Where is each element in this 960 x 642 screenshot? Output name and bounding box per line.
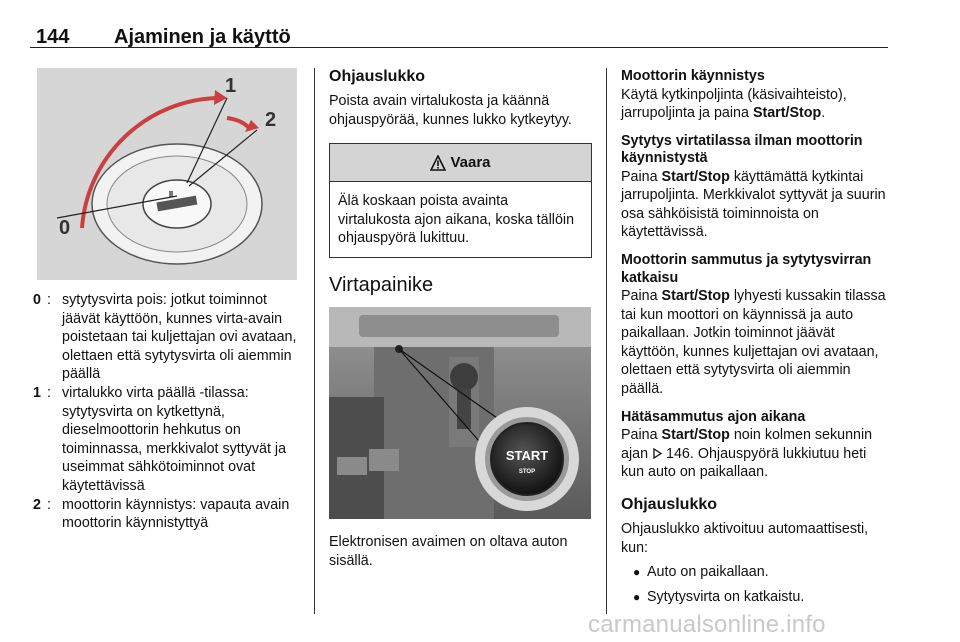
page-reference[interactable]: 146 bbox=[666, 445, 690, 462]
watermark: carmanualsonline.info bbox=[588, 611, 826, 638]
steering-lock-section-title: Ohjauslukko bbox=[621, 495, 718, 513]
legend-key: 0 bbox=[33, 292, 41, 308]
steering-lock-auto-intro: Ohjauslukko aktivoituu automaattisesti, … bbox=[621, 520, 869, 556]
emergency-stop-block: Hätäsammutus ajon aikana Paina Start/Sto… bbox=[621, 409, 891, 482]
engine-start-block: Moottorin käynnistys Käytä kytkinpoljint… bbox=[621, 68, 891, 123]
legend-item: 0 : sytytysvirta pois: jotkut toiminnot … bbox=[33, 291, 303, 384]
warning-text: Älä koskaan poista avainta virtalukosta … bbox=[338, 193, 575, 247]
legend-item: 1 : virtalukko virta päällä -tilassa: sy… bbox=[33, 384, 303, 496]
stop-label: STOP bbox=[519, 469, 535, 475]
warning-box: Vaara Älä koskaan poista avainta virtalu… bbox=[329, 143, 592, 258]
lock-label-1: 1 bbox=[225, 75, 236, 97]
ignition-only-block: Sytytys virtatilassa ilman moottorin käy… bbox=[621, 133, 891, 242]
lock-label-0: 0 bbox=[59, 217, 70, 239]
legend-text: virtalukko virta päällä -tilassa: sytyty… bbox=[62, 384, 287, 494]
list-item: ●Sytytysvirta on katkaistu. bbox=[633, 588, 805, 605]
column-middle: Ohjauslukko Poista avain virtalukosta ja… bbox=[329, 68, 593, 570]
condition-list: ●Auto on paikallaan. ●Sytytysvirta on ka… bbox=[621, 563, 891, 606]
ignition-only-text: Paina Start/Stop käyttämättä kytkintai j… bbox=[621, 168, 886, 241]
bullet-icon: ● bbox=[633, 589, 641, 604]
warning-icon bbox=[430, 154, 447, 171]
list-item: ●Auto on paikallaan. bbox=[633, 564, 769, 581]
emergency-stop-text: Paina Start/Stop noin kolmen sekunnin aj… bbox=[621, 427, 873, 481]
ignition-only-heading: Sytytys virtatilassa ilman moottorin käy… bbox=[621, 132, 863, 167]
bullet-icon: ● bbox=[633, 565, 641, 580]
warning-header: Vaara bbox=[330, 144, 591, 183]
steering-lock-heading: Ohjauslukko bbox=[329, 68, 426, 85]
lock-positions-legend: 0 : sytytysvirta pois: jotkut toiminnot … bbox=[33, 291, 303, 533]
lock-label-2: 2 bbox=[265, 109, 276, 131]
legend-colon: : bbox=[47, 292, 51, 308]
warning-title: Vaara bbox=[450, 154, 491, 172]
start-label: START bbox=[506, 448, 548, 463]
page-header: 144 Ajaminen ja käyttö bbox=[30, 14, 888, 48]
engine-start-heading: Moottorin käynnistys bbox=[621, 68, 765, 84]
engine-stop-text: Paina Start/Stop lyhyesti kussakin tilas… bbox=[621, 288, 886, 398]
arrow-reference-icon bbox=[653, 447, 663, 459]
legend-colon: : bbox=[47, 384, 51, 401]
legend-item: 2 : moottorin käynnistys: vapauta avain … bbox=[33, 496, 303, 533]
engine-start-text: Käytä kytkinpoljinta (käsivaihteisto), j… bbox=[621, 86, 847, 122]
legend-colon: : bbox=[47, 496, 51, 513]
steering-lock-intro: Poista avain virtalukosta ja käännä ohja… bbox=[329, 93, 572, 128]
engine-stop-block: Moottorin sammutus ja sytytysvirran katk… bbox=[621, 252, 891, 399]
ignition-lock-figure: 1 2 0 bbox=[37, 68, 297, 280]
engine-stop-heading: Moottorin sammutus ja sytytysvirran katk… bbox=[621, 252, 872, 286]
page-title: Ajaminen ja käyttö bbox=[114, 26, 291, 48]
column-right: Moottorin käynnistys Käytä kytkinpoljint… bbox=[621, 68, 891, 606]
legend-key: 2 bbox=[33, 496, 41, 513]
legend-key: 1 bbox=[33, 384, 41, 401]
ignition-lock-illustration: 1 2 0 bbox=[37, 68, 297, 280]
column-divider bbox=[606, 68, 607, 614]
start-stop-illustration: START STOP bbox=[329, 306, 591, 519]
start-stop-figure: START STOP bbox=[329, 306, 591, 519]
page-number: 144 bbox=[36, 26, 70, 48]
power-button-section-title: Virtapainike bbox=[329, 273, 434, 296]
legend-text: sytytysvirta pois: jotkut toiminnot jääv… bbox=[62, 292, 297, 383]
legend-text: moottorin käynnistys: vapauta avain moot… bbox=[62, 496, 290, 532]
column-divider bbox=[314, 68, 315, 614]
figure-caption: Elektronisen avaimen on oltava auton sis… bbox=[329, 533, 568, 569]
emergency-stop-heading: Hätäsammutus ajon aikana bbox=[621, 408, 806, 425]
